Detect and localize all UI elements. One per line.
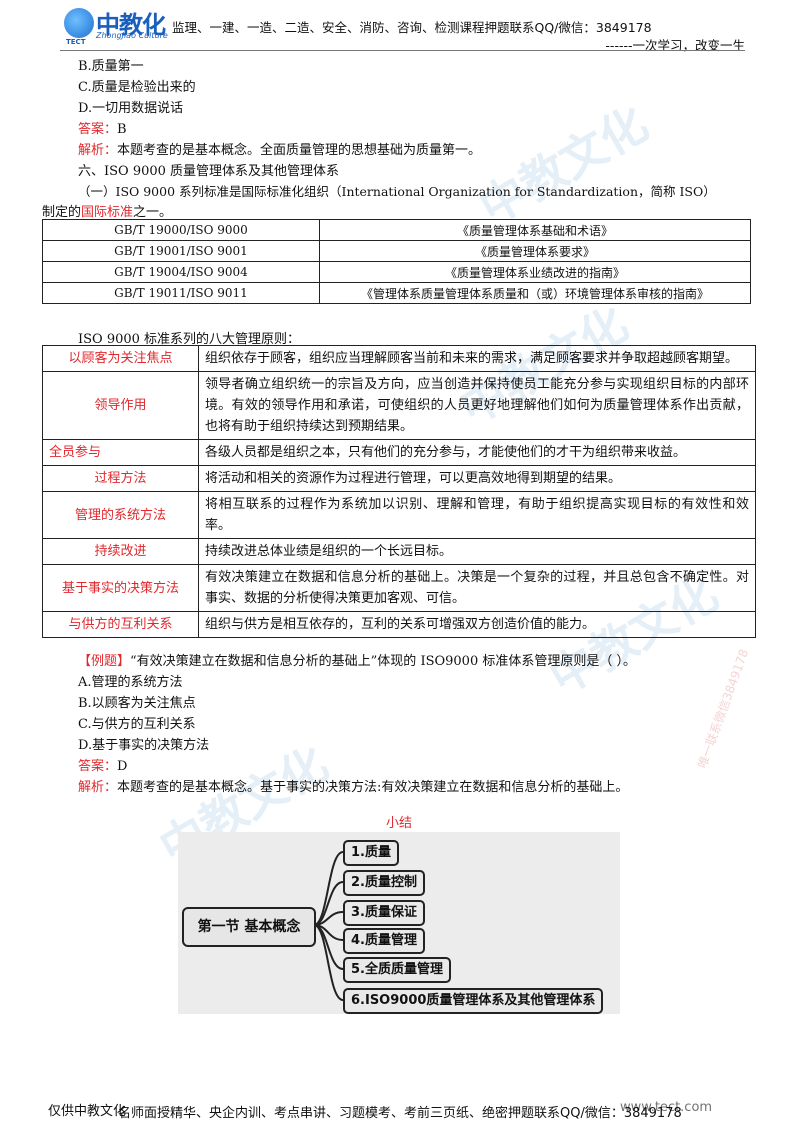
q2-option-a: A.管理的系统方法 [78, 675, 183, 690]
mindmap-node: 2.质量控制 [343, 870, 425, 896]
answer-value: D [117, 759, 128, 774]
footer-text: 名师面授精华、央企内训、考点串讲、习题模考、考前三页纸、绝密押题联系QQ/微信：… [118, 1106, 682, 1121]
header-divider [60, 50, 745, 51]
table-row: 持续改进持续改进总体业绩是组织的一个长远目标。 [42, 538, 756, 565]
footer-prefix: 仅供中教文化 [48, 1104, 127, 1119]
mindmap-node: 6.ISO9000质量管理体系及其他管理体系 [343, 988, 604, 1014]
table-row: 全员参与各级人员都是组织之本，只有他们的充分参与，才能使他们的才干为组织带来收益… [42, 439, 756, 466]
q1-option-b: B.质量第一 [78, 59, 144, 74]
standard-code: GB/T 19000/ISO 9000 [42, 219, 320, 241]
logo-tect: TECT [66, 38, 86, 46]
mindmap-node: 5.全质质量管理 [343, 957, 451, 983]
watermark-logo: 中教文化 [470, 96, 657, 235]
mindmap-root: 第一节 基本概念 [182, 907, 316, 947]
principle-name: 与供方的互利关系 [42, 611, 199, 638]
q2-option-d: D.基于事实的决策方法 [78, 738, 210, 753]
summary-title: 小结 [386, 816, 413, 831]
answer-label: 答案： [78, 122, 118, 137]
header-ad: 监理、一建、一造、二造、安全、消防、咨询、检测课程押题联系QQ/微信：38491… [172, 20, 652, 35]
principle-name: 领导作用 [42, 371, 199, 440]
analysis-label: 解析： [78, 780, 118, 795]
standard-name: 《质量管理体系要求》 [319, 240, 751, 262]
q2-text: “有效决策建立在数据和信息分析的基础上”体现的 ISO9000 标准体系管理原则… [130, 654, 636, 669]
answer-value: B [117, 122, 127, 137]
q1-answer: 答案：B [78, 118, 127, 137]
q2-stem: 【例题】“有效决策建立在数据和信息分析的基础上”体现的 ISO9000 标准体系… [78, 650, 636, 669]
logo-icon [64, 8, 94, 38]
q2-option-c: C.与供方的互利关系 [78, 717, 196, 732]
section-title: 六、ISO 9000 质量管理体系及其他管理体系 [78, 164, 340, 179]
sub1-line-a: （一）ISO 9000 系列标准是国际标准化组织（International O… [78, 184, 716, 199]
table-row: 过程方法将活动和相关的资源作为过程进行管理，可以更高效地得到期望的结果。 [42, 465, 756, 492]
q1-analysis: 解析：本题考查的是基本概念。全面质量管理的思想基础为质量第一。 [78, 139, 481, 158]
q1-option-d: D.一切用数据说话 [78, 101, 184, 116]
principle-desc: 有效决策建立在数据和信息分析的基础上。决策是一个复杂的过程，并且总包含不确定性。… [198, 564, 756, 612]
table-row: 领导作用领导者确立组织统一的宗旨及方向，应当创造并保持使员工能充分参与实现组织目… [42, 371, 756, 440]
standard-name: 《管理体系质量管理体系质量和（或）环境管理体系审核的指南》 [319, 282, 751, 304]
answer-label: 答案： [78, 759, 118, 774]
mindmap-node: 3.质量保证 [343, 900, 425, 926]
header-slogan: ------一次学习，改变一生 [605, 38, 745, 53]
principle-name: 过程方法 [42, 465, 199, 492]
q2-analysis: 解析：本题考查的是基本概念。基于事实的决策方法:有效决策建立在数据和信息分析的基… [78, 776, 628, 795]
principles-title: ISO 9000 标准系列的八大管理原则： [78, 332, 301, 347]
principle-desc: 各级人员都是组织之本，只有他们的充分参与，才能使他们的才干为组织带来收益。 [198, 439, 756, 466]
analysis-text: 本题考查的是基本概念。全面质量管理的思想基础为质量第一。 [117, 143, 482, 158]
example-label: 【例题】 [78, 654, 131, 669]
logo-subtitle: ZhongJiao Culture [96, 31, 168, 40]
q2-option-b: B.以顾客为关注焦点 [78, 696, 196, 711]
table-row: 与供方的互利关系组织与供方是相互依存的，互利的关系可增强双方创造价值的能力。 [42, 611, 756, 638]
principle-desc: 领导者确立组织统一的宗旨及方向，应当创造并保持使员工能充分参与实现组织目标的内部… [198, 371, 756, 440]
principle-desc: 将活动和相关的资源作为过程进行管理，可以更高效地得到期望的结果。 [198, 465, 756, 492]
principle-desc: 将相互联系的过程作为系统加以识别、理解和管理，有助于组织提高实现目标的有效性和效… [198, 491, 756, 539]
analysis-label: 解析： [78, 143, 118, 158]
standard-name: 《质量管理体系业绩改进的指南》 [319, 261, 751, 283]
q2-answer: 答案：D [78, 755, 127, 774]
standard-code: GB/T 19001/ISO 9001 [42, 240, 320, 262]
table-row: GB/T 19011/ISO 9011《管理体系质量管理体系质量和（或）环境管理… [42, 282, 751, 304]
footer-url: www.tect.com [620, 1100, 713, 1115]
logo-text: 中教化 [96, 11, 166, 39]
standard-name: 《质量管理体系基础和术语》 [319, 219, 751, 241]
table-row: 基于事实的决策方法有效决策建立在数据和信息分析的基础上。决策是一个复杂的过程，并… [42, 564, 756, 612]
principle-name: 全员参与 [42, 439, 199, 466]
q1-option-c: C.质量是检验出来的 [78, 80, 196, 95]
watermark-contact: 唯一联系微信3849178 [695, 647, 752, 771]
standard-code: GB/T 19004/ISO 9004 [42, 261, 320, 283]
principles-table: 以顾客为关注焦点组织依存于顾客，组织应当理解顾客当前和未来的需求，满足顾客要求并… [42, 345, 756, 638]
table-row: 以顾客为关注焦点组织依存于顾客，组织应当理解顾客当前和未来的需求，满足顾客要求并… [42, 345, 756, 372]
principle-name: 持续改进 [42, 538, 199, 565]
standard-code: GB/T 19011/ISO 9011 [42, 282, 320, 304]
principle-desc: 组织依存于顾客，组织应当理解顾客当前和未来的需求，满足顾客要求并争取超越顾客期望… [198, 345, 756, 372]
principle-name: 基于事实的决策方法 [42, 564, 199, 612]
intl-standard-highlight: 国际标准 [81, 205, 134, 220]
table-row: 管理的系统方法将相互联系的过程作为系统加以识别、理解和管理，有助于组织提高实现目… [42, 491, 756, 539]
principle-desc: 组织与供方是相互依存的，互利的关系可增强双方创造价值的能力。 [198, 611, 756, 638]
principle-name: 以顾客为关注焦点 [42, 345, 199, 372]
mindmap-node: 1.质量 [343, 840, 399, 866]
sub1-line-b: 制定的国际标准之一。 [42, 205, 173, 220]
principle-desc: 持续改进总体业绩是组织的一个长远目标。 [198, 538, 756, 565]
table-row: GB/T 19001/ISO 9001《质量管理体系要求》 [42, 240, 751, 262]
standards-table: GB/T 19000/ISO 9000《质量管理体系基础和术语》 GB/T 19… [42, 219, 751, 304]
table-row: GB/T 19000/ISO 9000《质量管理体系基础和术语》 [42, 219, 751, 241]
principle-name: 管理的系统方法 [42, 491, 199, 539]
mindmap-node: 4.质量管理 [343, 928, 425, 954]
table-row: GB/T 19004/ISO 9004《质量管理体系业绩改进的指南》 [42, 261, 751, 283]
mindmap-connectors [313, 851, 344, 1001]
analysis-text: 本题考查的是基本概念。基于事实的决策方法:有效决策建立在数据和信息分析的基础上。 [117, 780, 629, 795]
